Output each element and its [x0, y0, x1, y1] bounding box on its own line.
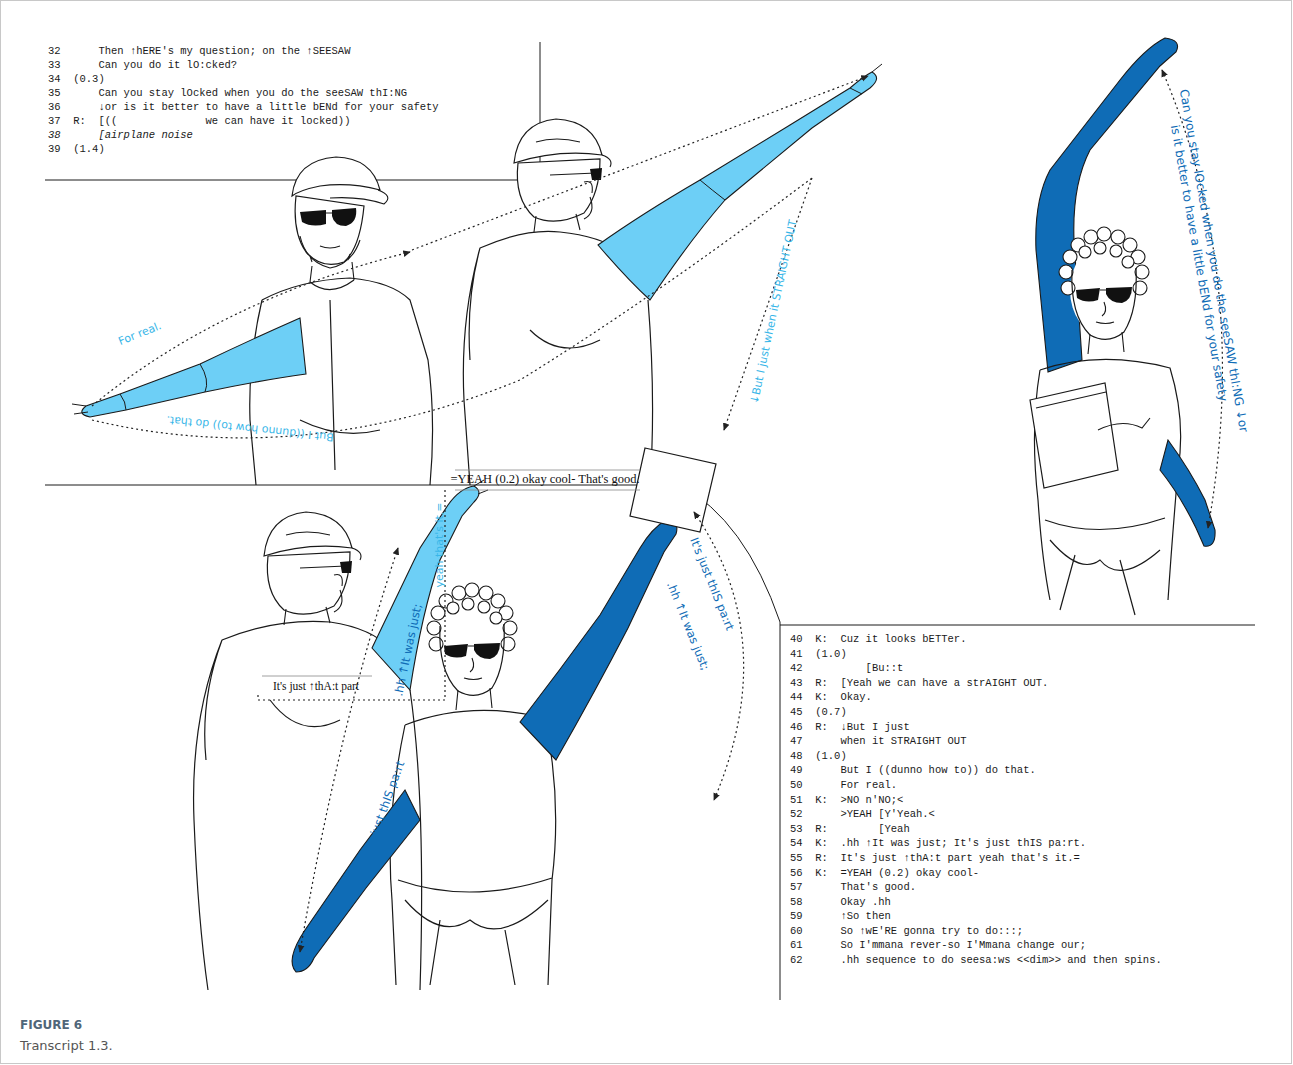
transcript-line: 60 So ↑wE'RE gonna try to do:::; [790, 924, 1260, 939]
transcript-line: 46 R: ↓But I just [790, 720, 1260, 735]
head [514, 119, 611, 232]
beard-lines [300, 213, 360, 282]
sunglasses [300, 208, 356, 226]
highlighted-arm [82, 318, 306, 417]
pen-hand [1036, 392, 1150, 430]
transcript-line: 52 >YEAH [Y'Yeah.< [790, 807, 1260, 822]
shirt-outline [194, 621, 422, 990]
highlighted-arm [598, 72, 877, 300]
transcript-line: 41 (1.0) [790, 647, 1260, 662]
transcript-line: 51 K: >NO n'NO;< [790, 793, 1260, 808]
figure-man-front [72, 157, 433, 485]
shirt-outline [390, 710, 556, 985]
figure-man-back [463, 64, 882, 485]
gesture-trajectory [92, 70, 1222, 952]
highlighted-arm [1160, 440, 1215, 546]
label-bracket [262, 470, 640, 676]
transcript-line: 45 (0.7) [790, 705, 1260, 720]
cap [292, 157, 380, 196]
transcript-line: 48 (1.0) [790, 749, 1260, 764]
figure-number: FIGURE 6 [20, 1018, 82, 1032]
bracket-label: =YEAH (0.2) okay cool- That's good. [450, 472, 639, 488]
bracket-label: It's just ↑thA:t part [273, 679, 359, 693]
arm-lines [72, 364, 207, 414]
trajectory-line [92, 178, 812, 438]
transcript-line: 49 But I ((dunno how to)) do that. [790, 763, 1260, 778]
trajectory-line [92, 252, 410, 406]
transcript-line: 53 R: [Yeah [790, 822, 1260, 837]
transcript-line: 59 ↑So then [790, 909, 1260, 924]
trajectory-line [724, 178, 812, 430]
figure-caption: Transcript 1.3. [20, 1038, 113, 1053]
bracket-line [258, 490, 445, 700]
highlighted-arm [1036, 38, 1178, 372]
trajectory-line [412, 76, 868, 250]
head [264, 512, 361, 625]
transcript-line: 37 R: [(( we can have it locked)) [48, 114, 528, 128]
transcript-line: 47 when it STRAIGHT OUT [790, 734, 1260, 749]
transcript-line: 57 That's good. [790, 880, 1260, 895]
transcript-line: 58 Okay .hh [790, 895, 1260, 910]
transcript-line: 50 For real. [790, 778, 1260, 793]
transcript-line: 55 R: It's just ↑thA:t part yeah that's … [790, 851, 1260, 866]
transcript-line: 39 (1.4) [48, 142, 528, 156]
transcript-line: 56 K: =YEAH (0.2) okay cool- [790, 866, 1260, 881]
highlighted-arm [292, 790, 420, 972]
transcript-line: 32 Then ↑hERE's my question; on the ↑SEE… [48, 44, 528, 58]
cap-brim [330, 190, 388, 204]
transcript-panel: 40 K: Cuz it looks bETTer.41 (1.0)42 [Bu… [790, 632, 1260, 968]
gesture-annotation: ↓But I just when it STRAIGHT OUT [748, 219, 801, 406]
head [427, 583, 517, 710]
trajectory-line [300, 548, 398, 952]
transcript-panel: 32 Then ↑hERE's my question; on the ↑SEE… [48, 44, 528, 156]
transcript-line: 38 [airplane noise [48, 128, 528, 142]
transcript-line: 54 K: .hh ↑It was just; It's just thIS p… [790, 836, 1260, 851]
shirt-outline [250, 278, 433, 485]
transcript-line: 33 Can you do it lO:cked? [48, 58, 528, 72]
transcript-line: 36 ↓or is it better to have a little bEN… [48, 100, 528, 114]
figure-man-back-lower [194, 480, 488, 990]
gesture-annotation: For real. [117, 319, 164, 349]
gesture-annotation: It's just thIS pa:rt [687, 535, 737, 632]
arm-lines [700, 64, 882, 200]
transcript-line: 42 [Bu::t [790, 661, 1260, 676]
figure-statue-lower [292, 448, 716, 985]
transcript-line: 43 R: [Yeah we can have a strAIGHT OUT. [790, 676, 1260, 691]
gesture-annotation: .hh ↑It was just; [664, 580, 713, 673]
transcript-line: 34 (0.3) [48, 72, 528, 86]
gesture-annotation: yeah that's it.= [433, 502, 447, 587]
notebook [1030, 383, 1118, 488]
head [1059, 227, 1149, 354]
highlighted-arm [520, 520, 677, 760]
transcript-line: 62 .hh sequence to do seesa:ws <<dim>> a… [790, 953, 1260, 968]
transcript-line: 40 K: Cuz it looks bETTer. [790, 632, 1260, 647]
face-outline [295, 196, 364, 264]
transcript-line: 44 K: Okay. [790, 690, 1260, 705]
transcript-line: 61 So I'mmana rever-so I'Mmana change ou… [790, 938, 1260, 953]
tablet [630, 448, 716, 532]
transcript-line: 35 Can you stay lOcked when you do the s… [48, 86, 528, 100]
